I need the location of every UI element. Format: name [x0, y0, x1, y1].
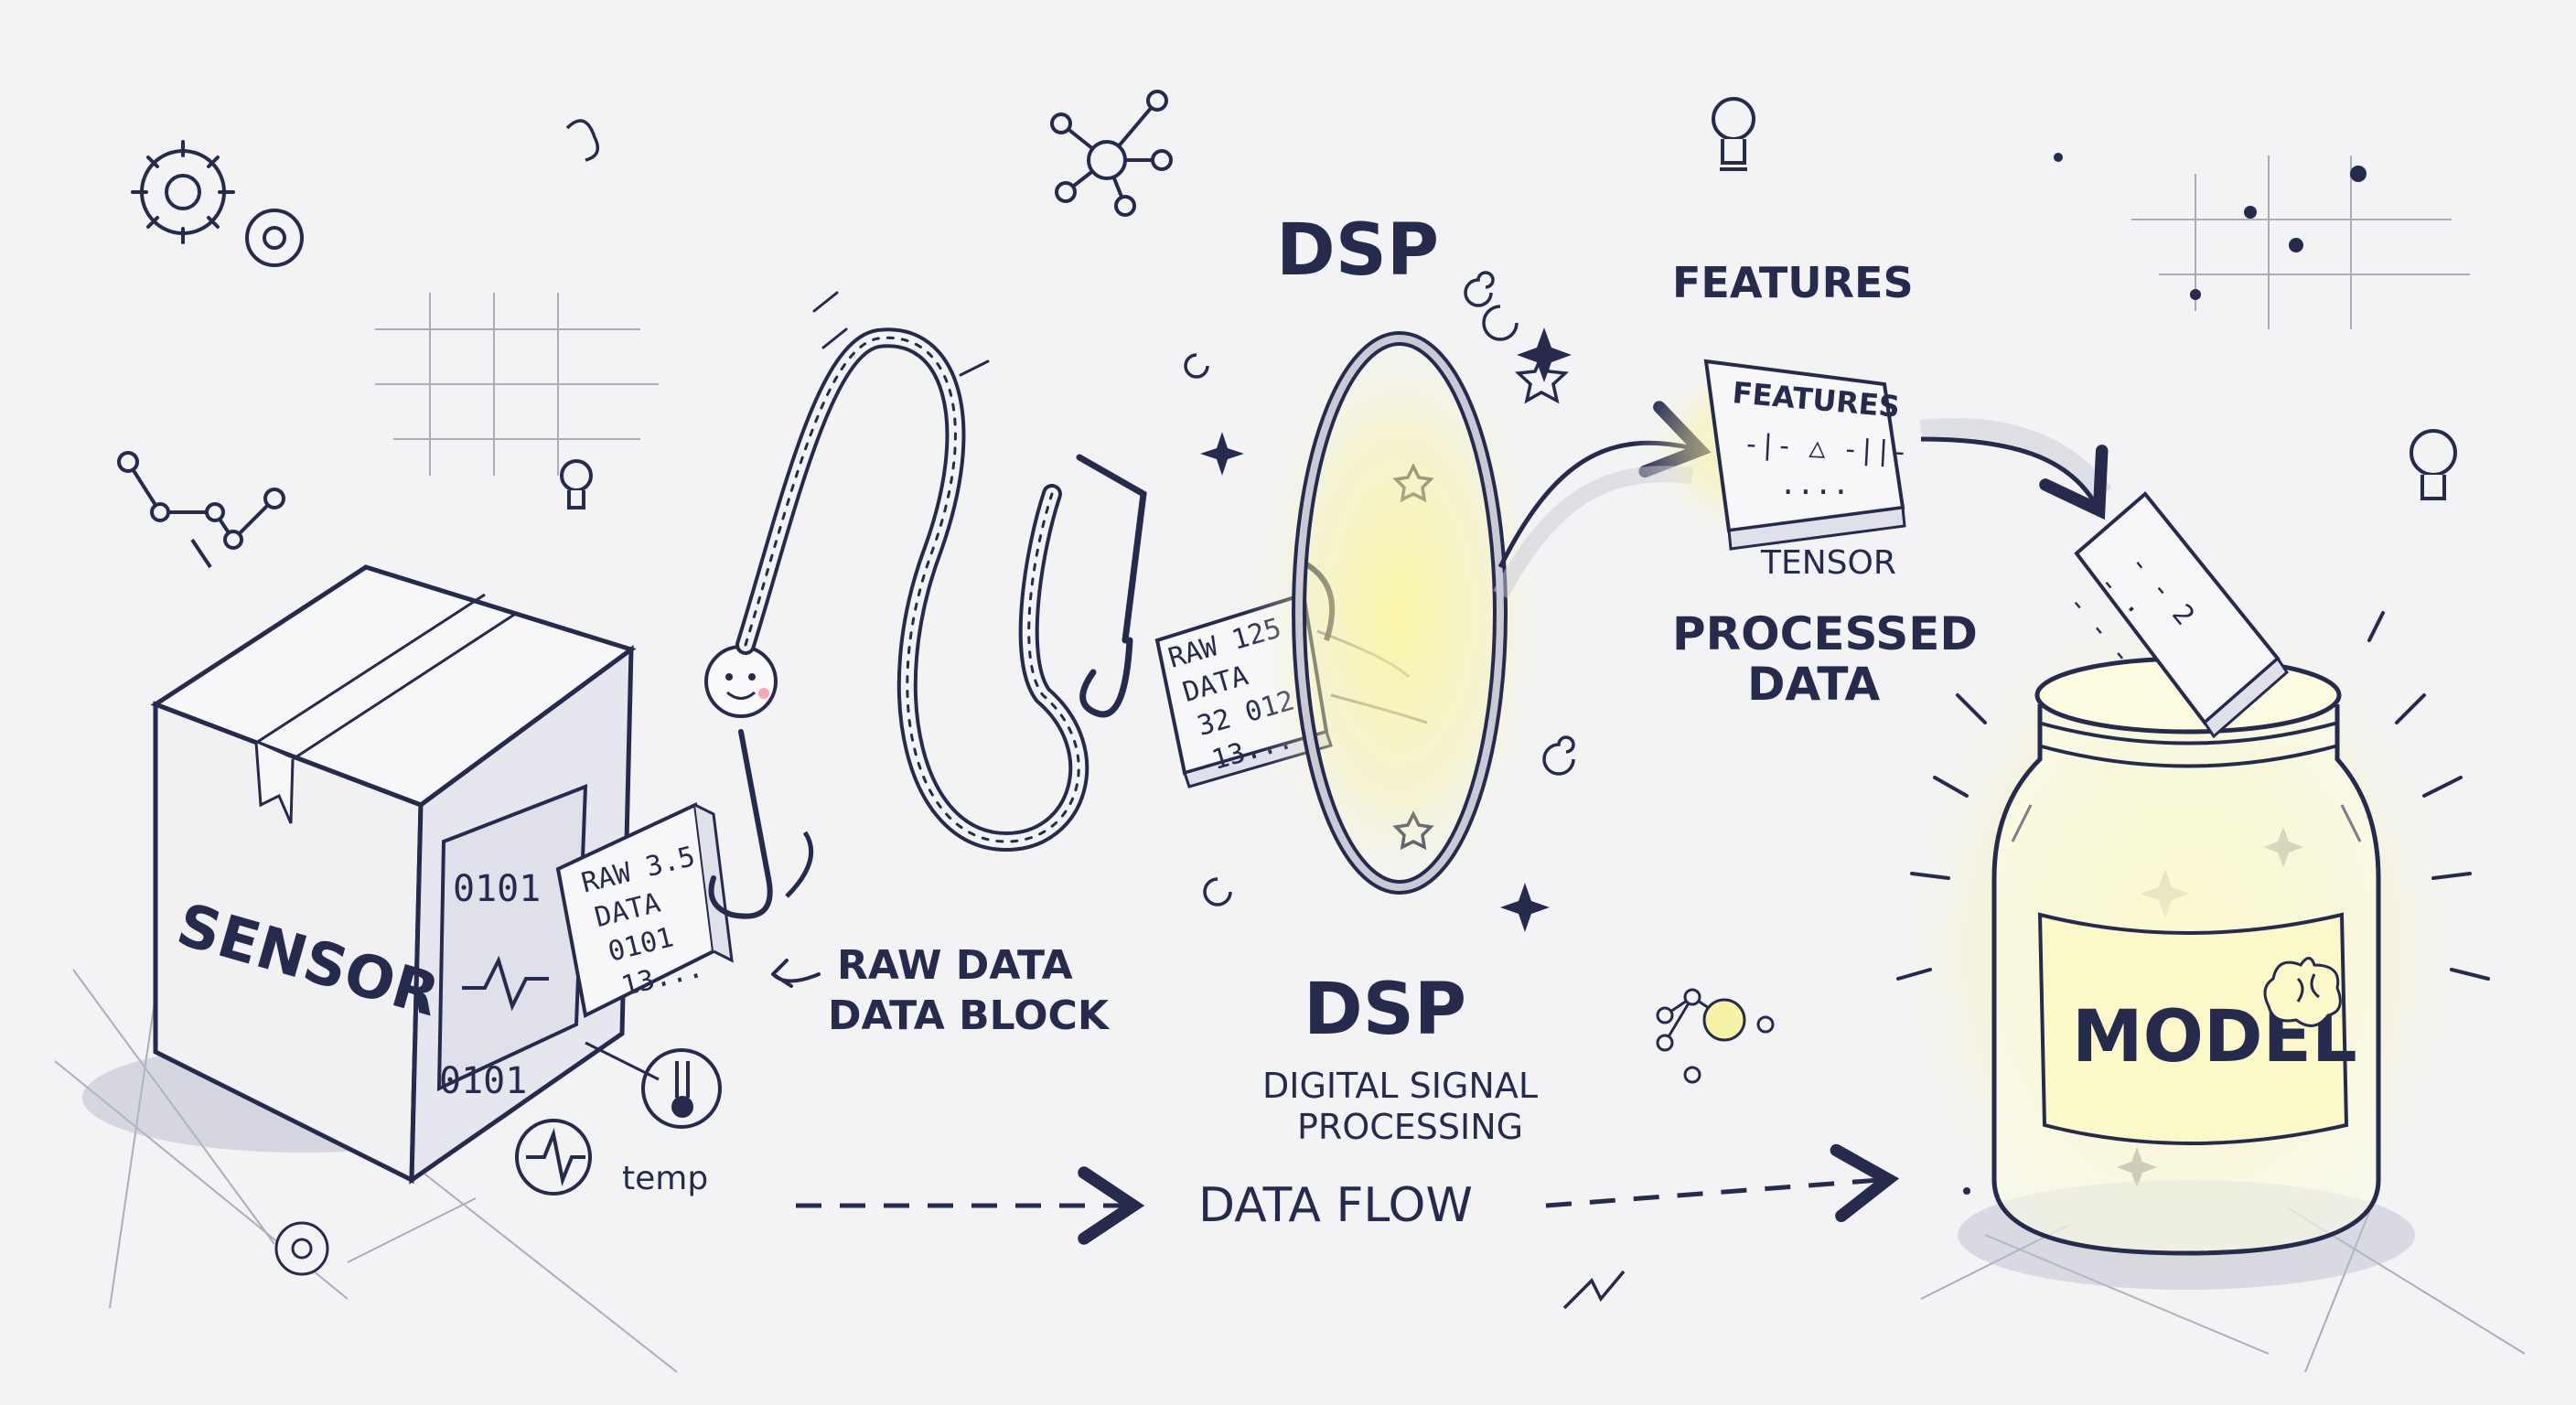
fish-hook-icon [1079, 637, 1133, 718]
thermometer-bubble [641, 1048, 722, 1129]
sensor-panel [436, 784, 588, 1092]
knot-rope [1076, 454, 1147, 644]
tensor-card-edge [2203, 656, 2289, 739]
sensor-binary-bottom: 0101 [439, 1060, 527, 1102]
features-card-edge [1727, 506, 1906, 551]
jar-label [2037, 912, 2349, 1145]
sensor-tape-flap [254, 742, 295, 824]
waveform-icon [526, 1128, 585, 1186]
tensor-label: TENSOR [1760, 544, 1896, 582]
raw-data-card: RAW 3.5 DATA 0101 13... [555, 645, 814, 1018]
lightbulb-icon [560, 97, 2457, 509]
caption-arrow-icon [771, 959, 821, 988]
sensor-tape [255, 593, 518, 761]
rope [735, 291, 1089, 853]
dsp-title-bottom: DSP [1304, 969, 1466, 1051]
raw-caption-line-1: RAW DATA [837, 942, 1073, 989]
dsp-subtitle-line-2: PROCESSING [1297, 1107, 1523, 1147]
gear-icon [274, 1221, 329, 1276]
thermometer-icon [675, 1061, 690, 1098]
waveform-icon [462, 955, 549, 1012]
smiley-float-icon [704, 645, 778, 718]
sensor-binary-top: 0101 [453, 868, 541, 910]
sensor-lead [585, 1041, 660, 1081]
dsp-subtitle-line-1: DIGITAL SIGNAL [1262, 1066, 1538, 1106]
data-flow-arrow-right [1545, 1143, 1900, 1223]
raw-data-caption: RAW DATA DATA BLOCK [771, 942, 1111, 1039]
jar-threads [2037, 721, 2339, 768]
sensor-box: SENSOR 0101 0101 temp [82, 564, 722, 1197]
gear-icon [131, 140, 304, 267]
swirl-icon [565, 119, 1626, 1310]
smiley-mouth [726, 691, 756, 700]
jar-highlight [2011, 804, 2362, 842]
glow-rays [1896, 611, 2490, 981]
processed-data-line-2: DATA [1747, 658, 1881, 711]
features-block: FEATURES FEATURES -|- △ -||- .... TENSOR… [1633, 258, 1978, 711]
dsp-ring-inner [1295, 335, 1504, 891]
dsp-title-top: DSP [1276, 209, 1439, 292]
graph-icon [117, 451, 285, 569]
waveform-bubble [515, 1119, 592, 1196]
dsp-glow [1244, 302, 1555, 924]
raw-caption-line-2: DATA BLOCK [828, 992, 1111, 1039]
dot-plot-icon [1963, 153, 2367, 1195]
fish-hook-barb [785, 831, 814, 898]
data-flow-label: DATA FLOW [1198, 1178, 1473, 1233]
features-to-model-arrow [1920, 436, 2109, 520]
smiley-cheek [758, 688, 769, 699]
network-icon [1050, 90, 1173, 217]
thermometer-bulb [671, 1096, 693, 1118]
brain-icon [2263, 957, 2342, 1027]
features-card-dots: .... [1779, 467, 1850, 501]
dsp-ring: DSP DSP DIGITAL SIGNAL PROCESSING [1244, 209, 1555, 1147]
processed-data-line-1: PROCESSED [1672, 607, 1978, 660]
fish-hook-icon [708, 729, 773, 919]
node-cluster-icon [1656, 988, 1775, 1084]
smiley-eye-right [748, 673, 756, 681]
temp-label: temp [622, 1160, 708, 1197]
data-flow-row: DATA FLOW [796, 1143, 1900, 1245]
smiley-eye-left [725, 673, 733, 681]
features-heading: FEATURES [1672, 258, 1914, 307]
